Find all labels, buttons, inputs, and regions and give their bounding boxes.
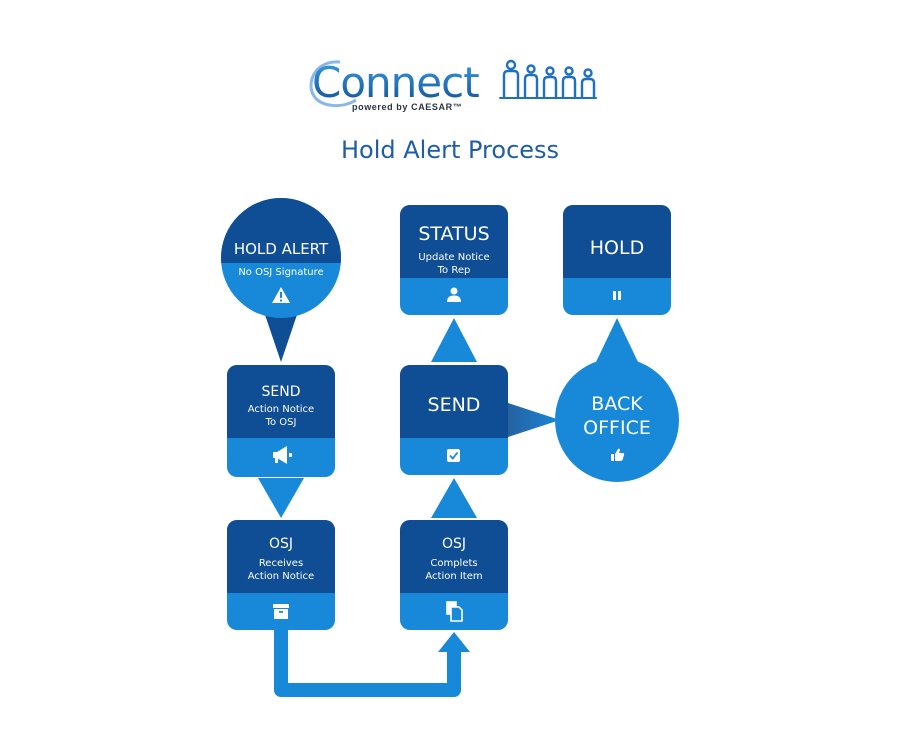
status-line1: Update Notice: [418, 252, 489, 263]
warning-icon: [272, 287, 290, 303]
hold-title: HOLD: [590, 237, 644, 259]
connect-logo: Connect powered by CAESAR™: [309, 58, 597, 112]
arrow-osj-to-send: [431, 478, 477, 518]
arrow-send-to-back-office: [505, 402, 560, 438]
checkbox-icon: [447, 449, 460, 462]
user-icon: [447, 287, 461, 302]
osj-receives-line1: Receives: [259, 558, 303, 569]
node-osj-receives: OSJ Receives Action Notice: [227, 520, 335, 630]
send-action-line2: To OSJ: [265, 417, 297, 428]
node-hold-alert: HOLD ALERT No OSJ Signature: [221, 198, 341, 318]
send-action-title: SEND: [262, 384, 301, 400]
hold-alert-title: HOLD ALERT: [234, 240, 329, 258]
send-action-line1: Action Notice: [248, 404, 314, 415]
arrow-head-to-osj-completes: [438, 632, 470, 652]
brand-name: Connect: [312, 58, 479, 107]
node-send-action-notice: SEND Action Notice To OSJ: [227, 365, 335, 477]
osj-completes-line2: Action Item: [425, 571, 482, 582]
people-icon: [499, 59, 597, 99]
arrow-back-office-to-hold: [596, 318, 638, 362]
send-title: SEND: [428, 394, 481, 416]
back-office-line1: BACK: [591, 393, 643, 415]
thumbs-up-icon: [611, 448, 625, 461]
node-send: SEND: [400, 365, 508, 475]
hold-alert-subtitle: No OSJ Signature: [238, 267, 323, 278]
status-line2: To Rep: [437, 265, 471, 276]
node-osj-completes: OSJ Complets Action Item: [400, 520, 508, 630]
connector-osj-to-osj: [274, 628, 461, 697]
arrow-send-to-status: [431, 318, 477, 362]
node-back-office: BACK OFFICE: [555, 358, 679, 482]
megaphone-icon: [273, 446, 292, 464]
back-office-line2: OFFICE: [583, 417, 651, 439]
node-hold: HOLD: [563, 205, 671, 315]
connectors: [258, 300, 638, 697]
brand-tagline: powered by CAESAR™: [352, 102, 462, 112]
osj-completes-line1: Complets: [430, 558, 477, 569]
page-title: Hold Alert Process: [340, 136, 560, 164]
osj-receives-line2: Action Notice: [248, 571, 314, 582]
node-status: STATUS Update Notice To Rep: [400, 205, 508, 315]
archive-box-icon: [273, 604, 289, 619]
status-title: STATUS: [418, 223, 489, 245]
pause-icon: [613, 291, 621, 300]
osj-completes-title: OSJ: [442, 536, 466, 552]
arrow-send-to-osj: [258, 478, 304, 518]
osj-receives-title: OSJ: [269, 536, 293, 552]
documents-icon: [446, 601, 463, 622]
